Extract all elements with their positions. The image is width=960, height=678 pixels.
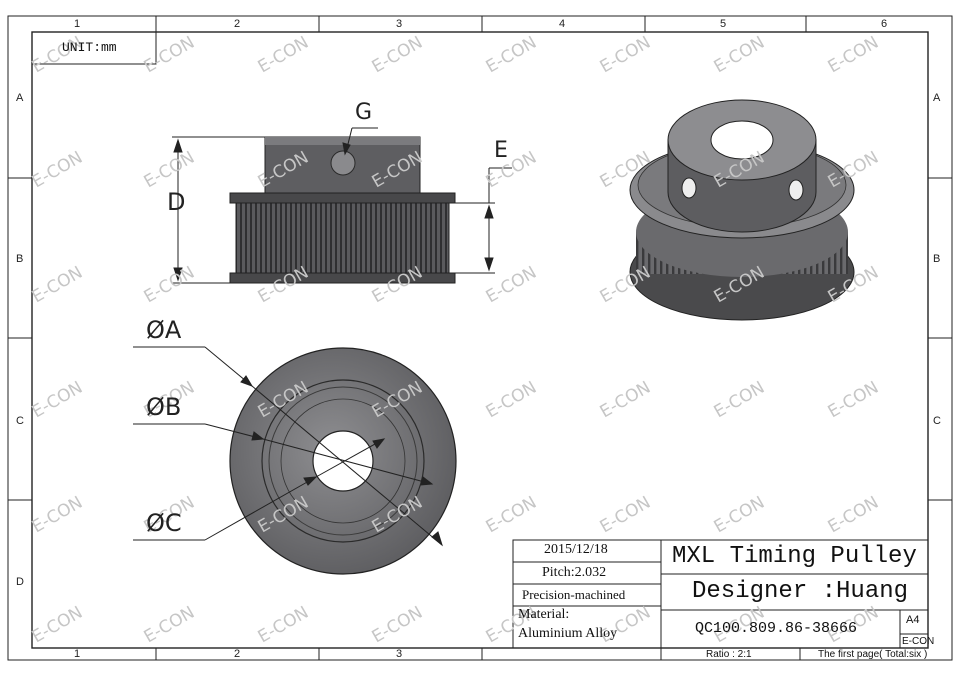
bore bbox=[312, 430, 374, 492]
leader-g bbox=[342, 127, 378, 156]
bottom-col-label-2: 2 bbox=[234, 648, 241, 660]
tb-company: E-CON bbox=[902, 636, 935, 647]
dim-label-d: D bbox=[167, 188, 186, 216]
row-label-d: D bbox=[16, 576, 24, 588]
row-label-c-right: C bbox=[933, 415, 941, 427]
dimension-d bbox=[172, 136, 265, 284]
dim-label-a: ØA bbox=[146, 316, 182, 344]
row-label-b: B bbox=[16, 253, 24, 265]
dim-label-b: ØB bbox=[146, 393, 182, 421]
tb-designer: Designer :Huang bbox=[692, 578, 909, 605]
col-label-3: 3 bbox=[396, 18, 403, 30]
dim-label-g: G bbox=[355, 100, 373, 125]
unit-box bbox=[31, 31, 157, 65]
col-label-6: 6 bbox=[881, 18, 888, 30]
col-label-5: 5 bbox=[720, 18, 727, 30]
tb-page: The first page( Total:six ) bbox=[818, 649, 928, 660]
dim-label-c: ØC bbox=[146, 509, 182, 537]
side-view bbox=[229, 136, 456, 284]
iso-bore bbox=[710, 120, 774, 160]
top-flange bbox=[229, 192, 456, 204]
title-block-grid bbox=[512, 539, 929, 660]
unit-label: UNIT:mm bbox=[62, 40, 117, 55]
bottom-col-label-1: 1 bbox=[74, 648, 81, 660]
leader-b bbox=[133, 423, 434, 486]
col-label-1: 1 bbox=[74, 18, 81, 30]
row-label-c: C bbox=[16, 415, 24, 427]
bottom-flange bbox=[229, 272, 456, 284]
tb-material-value: Aluminium Alloy bbox=[518, 626, 618, 641]
iso-view bbox=[629, 99, 855, 321]
tb-title: MXL Timing Pulley bbox=[672, 543, 917, 570]
dim-label-e: E bbox=[494, 138, 508, 163]
leader-a bbox=[133, 346, 443, 547]
tb-size: A4 bbox=[906, 614, 920, 626]
row-label-a-right: A bbox=[933, 92, 941, 104]
zone-dividers bbox=[8, 16, 952, 660]
tb-process: Precision-machined bbox=[522, 587, 626, 602]
tb-drawing-no: QC100.809.86-38666 bbox=[695, 620, 858, 637]
tb-pitch: Pitch:2.032 bbox=[542, 565, 607, 580]
row-label-a: A bbox=[16, 92, 24, 104]
dimension-e bbox=[455, 167, 512, 274]
tooth-band bbox=[235, 202, 450, 274]
bottom-col-label-3: 3 bbox=[396, 648, 403, 660]
tb-ratio: Ratio : 2:1 bbox=[706, 649, 752, 660]
col-label-2: 2 bbox=[234, 18, 241, 30]
tb-date: 2015/12/18 bbox=[544, 542, 608, 557]
inner-frame bbox=[31, 31, 929, 649]
row-label-b-right: B bbox=[933, 253, 941, 265]
leader-c bbox=[133, 438, 386, 541]
tb-material-label: Material: bbox=[518, 607, 570, 622]
set-screw-hole bbox=[330, 150, 356, 176]
col-label-4: 4 bbox=[559, 18, 566, 30]
face-view bbox=[229, 347, 457, 575]
